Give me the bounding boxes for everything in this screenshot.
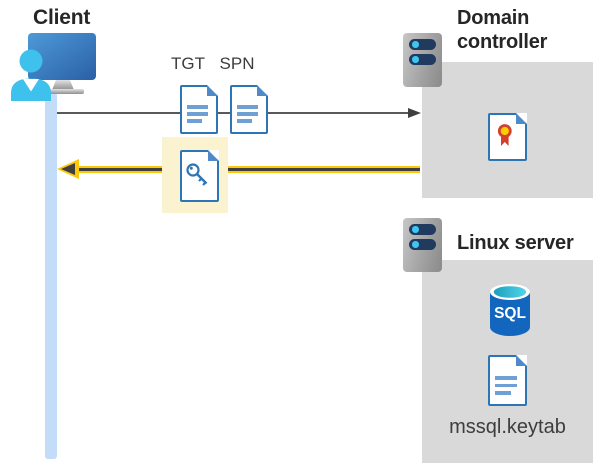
key-glyph <box>186 163 208 186</box>
svg-text:SQL: SQL <box>494 305 526 322</box>
tgt-document-icon <box>180 85 218 134</box>
sql-database-icon: SQL <box>490 284 530 336</box>
request-arrowhead-icon <box>408 107 421 118</box>
certificate-icon <box>488 113 527 161</box>
user-icon <box>11 49 51 101</box>
client-timeline-bar <box>45 92 57 459</box>
response-arrow-core <box>72 168 420 171</box>
linux-server-title: Linux server <box>457 232 574 254</box>
response-arrowhead-inner <box>61 163 75 175</box>
keytab-document-icon <box>488 355 527 406</box>
tgt-label: TGT <box>171 54 205 73</box>
spn-document-icon <box>230 85 268 134</box>
client-title: Client <box>33 6 91 29</box>
keytab-filename-label: mssql.keytab <box>449 416 566 438</box>
client-user-computer-icon <box>11 33 96 101</box>
spn-label: SPN <box>219 54 255 73</box>
domain-controller-server-icon <box>403 33 442 87</box>
domain-controller-title: Domain controller <box>457 7 548 53</box>
monitor-icon <box>28 33 96 94</box>
key-document-icon <box>180 150 219 202</box>
ribbon-seal-glyph <box>497 124 512 146</box>
linux-server-icon <box>403 218 442 272</box>
